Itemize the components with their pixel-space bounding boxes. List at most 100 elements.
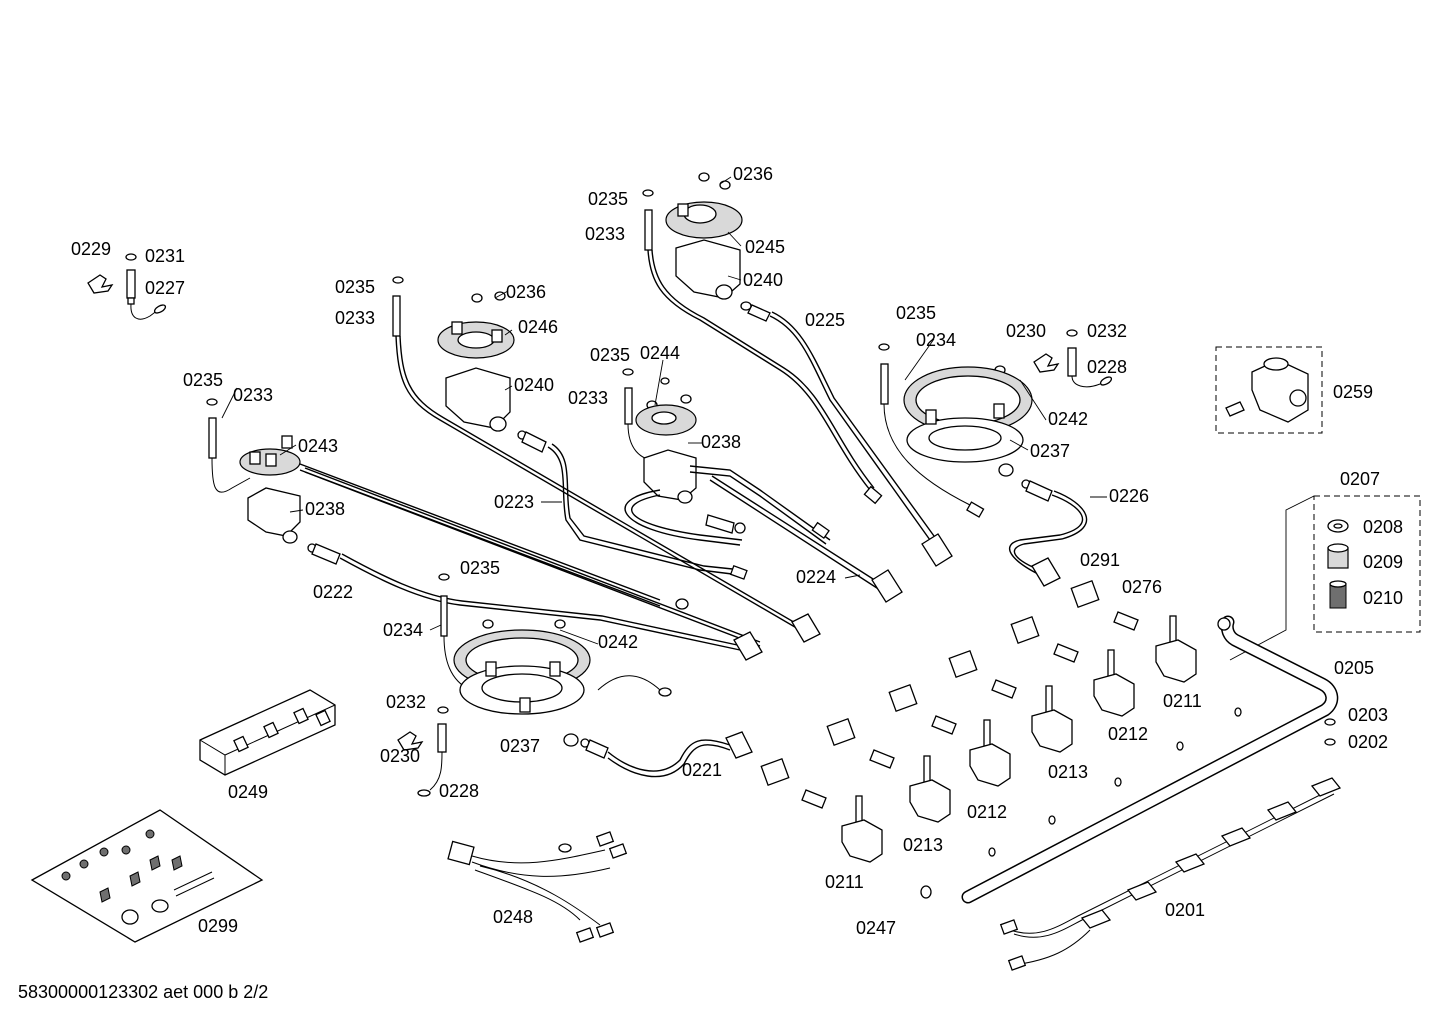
part-label: 0212 (1108, 724, 1148, 744)
part-label: 0235 (590, 345, 630, 365)
part-label: 0238 (701, 432, 741, 452)
igniter-group-top-left (87, 253, 167, 320)
part-label: 0234 (383, 620, 423, 640)
part-label: 0235 (460, 558, 500, 578)
connector (1053, 643, 1079, 663)
tap (909, 755, 951, 823)
tap (1093, 649, 1135, 717)
part-label: 0213 (1048, 762, 1088, 782)
connector (991, 679, 1017, 699)
burner-0246 (392, 276, 805, 631)
part-label: 0202 (1348, 732, 1388, 752)
part-label: 0235 (896, 303, 936, 323)
front-left-wok-burner (438, 573, 753, 778)
part-label: 0299 (198, 916, 238, 936)
leader-lines (221, 176, 1107, 645)
part-label: 0242 (598, 632, 638, 652)
part-label: 0231 (145, 246, 185, 266)
part-label: 0207 (1340, 469, 1380, 489)
part-label: 0227 (145, 278, 185, 298)
part-label: 0245 (745, 237, 785, 257)
document-code: 58300000123302 aet 000 b 2/2 (18, 982, 268, 1002)
regulator-0259 (1215, 346, 1323, 434)
wire-harness (447, 831, 628, 943)
part-label: 0233 (233, 385, 273, 405)
part-label: 0230 (1006, 321, 1046, 341)
part-label: 0248 (493, 907, 533, 927)
burner-0244 (622, 368, 831, 546)
part-label: 0246 (518, 317, 558, 337)
part-label: 0224 (796, 567, 836, 587)
part-label: 0228 (1087, 357, 1127, 377)
part-label: 0229 (71, 239, 111, 259)
sleeve (1010, 616, 1040, 644)
knob-sleeves (760, 580, 1100, 786)
sleeve (760, 758, 790, 786)
gas-taps (841, 615, 1197, 863)
igniter-group-top-right (1033, 329, 1113, 388)
part-label: 0232 (386, 692, 426, 712)
tap (841, 795, 883, 863)
tap (1155, 615, 1197, 683)
part-label: 0243 (298, 436, 338, 456)
part-label: 0259 (1333, 382, 1373, 402)
part-label: 0225 (805, 310, 845, 330)
part-label: 0233 (335, 308, 375, 328)
part-label: 0235 (183, 370, 223, 390)
sleeve (826, 718, 856, 746)
part-label: 0235 (588, 189, 628, 209)
switch (1080, 909, 1112, 929)
sleeve (888, 684, 918, 712)
part-label: 0223 (494, 492, 534, 512)
part-label: 0240 (514, 375, 554, 395)
part-label: 0276 (1122, 577, 1162, 597)
sleeve (948, 650, 978, 678)
part-label: 0208 (1363, 517, 1403, 537)
rear-right-wok-burner (878, 343, 1033, 518)
tube-0223 (517, 430, 748, 580)
part-label: 0235 (335, 277, 375, 297)
switch (1220, 827, 1252, 847)
switch (1266, 801, 1298, 821)
part-label: 0210 (1363, 588, 1403, 608)
burner-0245 (642, 172, 953, 567)
sleeve (1070, 580, 1100, 608)
part-label: 0244 (640, 343, 680, 363)
accessory-bag (30, 809, 264, 943)
manifold-screws (920, 707, 1336, 899)
connector (869, 749, 895, 769)
ignition-module (199, 689, 336, 776)
ignition-switch-strip (999, 777, 1342, 971)
part-label: 0247 (856, 918, 896, 938)
tap (1031, 685, 1073, 753)
left-small-burner (206, 398, 761, 647)
part-label: 0236 (506, 282, 546, 302)
part-label: 0233 (568, 388, 608, 408)
part-label: 0213 (903, 835, 943, 855)
igniter-group-front-left (397, 706, 449, 797)
part-label: 0236 (733, 164, 773, 184)
switch (1126, 881, 1158, 901)
part-label: 0230 (380, 746, 420, 766)
part-label: 0237 (1030, 441, 1070, 461)
part-label: 0203 (1348, 705, 1388, 725)
part-label: 0240 (743, 270, 783, 290)
part-label: 0249 (228, 782, 268, 802)
connector (801, 789, 827, 809)
part-label: 0212 (967, 802, 1007, 822)
part-label: 0211 (825, 872, 864, 892)
part-label: 0205 (1334, 658, 1374, 678)
switch (1310, 777, 1342, 797)
part-label: 0201 (1165, 900, 1205, 920)
part-label: 0234 (916, 330, 956, 350)
switch (1174, 853, 1206, 873)
part-label: 0222 (313, 582, 353, 602)
connector (1113, 611, 1139, 631)
part-labels: 0229 0231 0227 0235 0233 0235 0233 0236 … (71, 164, 1403, 938)
tube-0222 (307, 543, 821, 661)
part-label: 0242 (1048, 409, 1088, 429)
part-label: 0237 (500, 736, 540, 756)
part-label: 0211 (1163, 691, 1202, 711)
part-label: 0291 (1080, 550, 1120, 570)
